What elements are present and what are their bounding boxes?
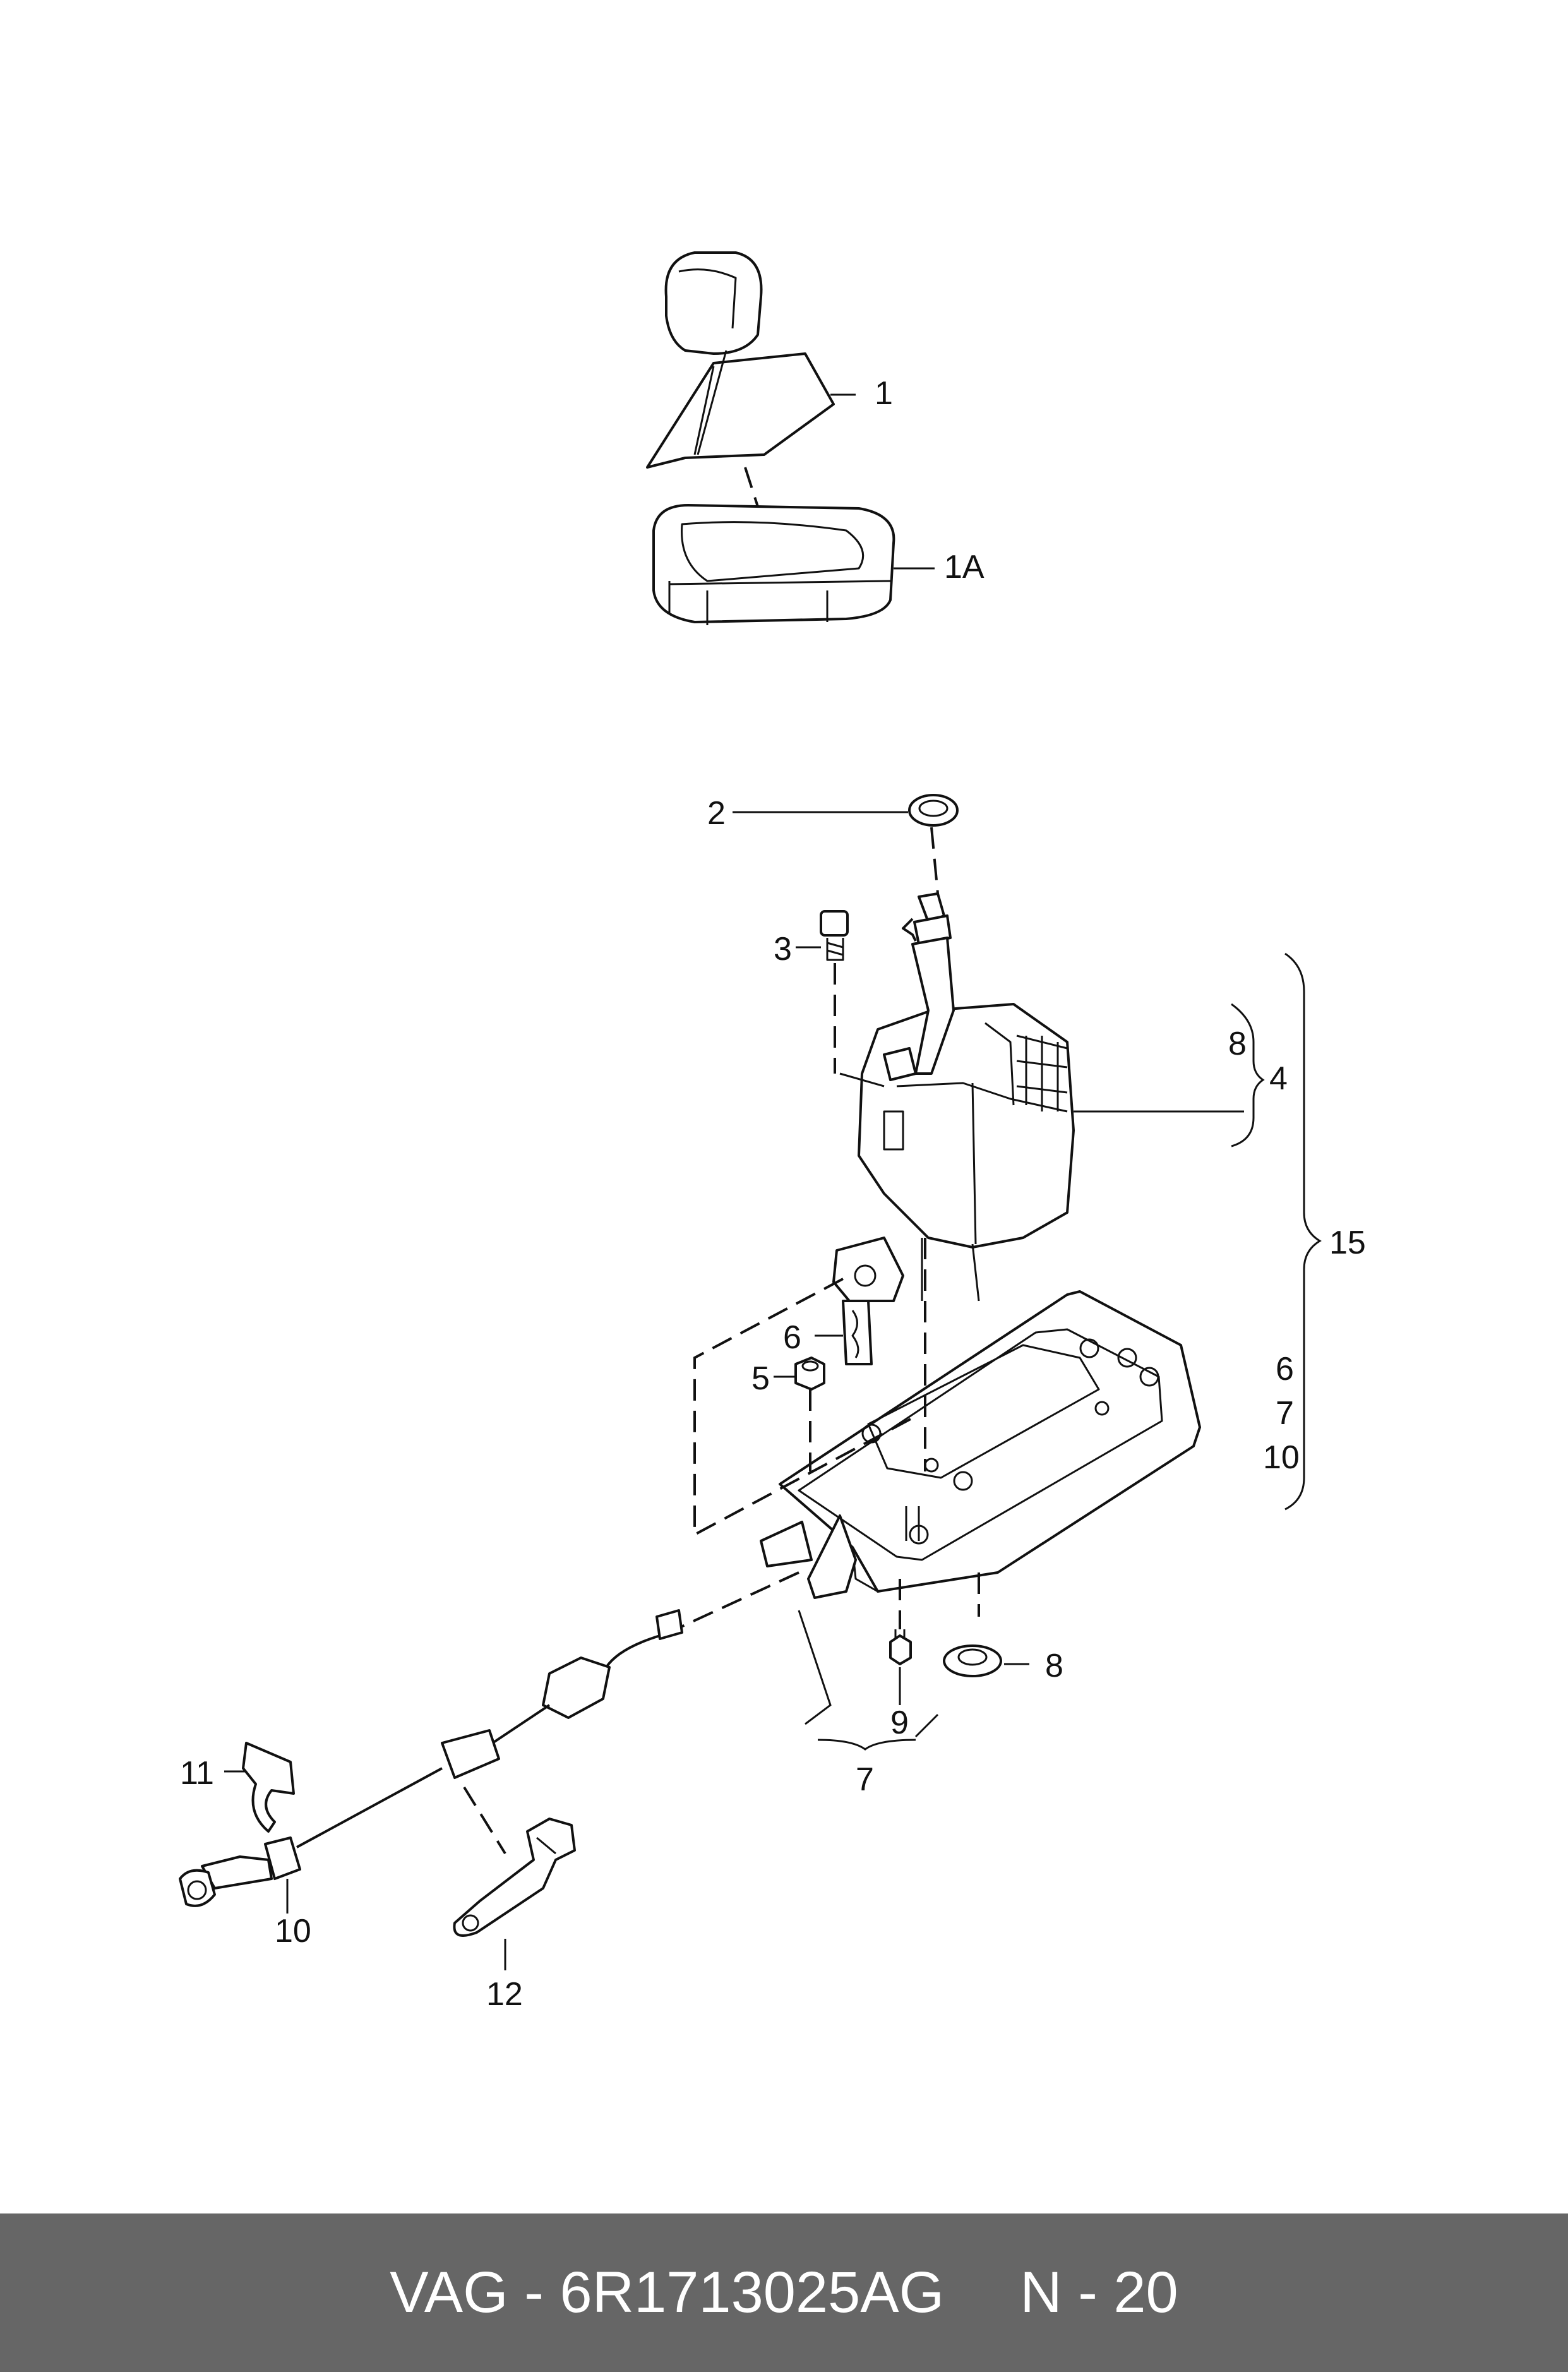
- selector-lever: [883, 892, 955, 1081]
- base-housing: [760, 1290, 1201, 1599]
- callout-2: 2: [707, 795, 726, 832]
- callout-8-lower: 8: [1045, 1648, 1063, 1684]
- callout-15: 15: [1329, 1225, 1366, 1261]
- spring-clip: [842, 1300, 873, 1365]
- cable-bracket: [453, 1818, 576, 1937]
- brace-15: [1284, 952, 1322, 1511]
- retaining-ring: [908, 794, 959, 827]
- callout-1: 1: [875, 375, 893, 412]
- nut: [794, 1357, 825, 1391]
- callout-7-right: 7: [1276, 1395, 1294, 1432]
- bolt: [820, 910, 849, 961]
- gear-knob-boot: [646, 251, 835, 469]
- callout-9: 9: [890, 1704, 909, 1741]
- footer-part-number: VAG - 6R1713025AG: [390, 2260, 945, 2325]
- callout-10-lower: 10: [275, 1913, 311, 1950]
- callout-7-lower: 7: [856, 1761, 874, 1798]
- grommet: [943, 1644, 1002, 1677]
- brace-7: [798, 1610, 939, 1751]
- footer-page-ref: N - 20: [1020, 2260, 1178, 2325]
- callout-6-right: 6: [1276, 1351, 1294, 1387]
- dash-ring-to-lever: [930, 827, 939, 894]
- cover-frame: [652, 504, 895, 625]
- callout-3: 3: [774, 931, 792, 967]
- selector-housing: [832, 1003, 1075, 1302]
- callout-8-upper: 8: [1228, 1026, 1247, 1062]
- footer-bar: VAG - 6R1713025AG N - 20: [0, 2213, 1568, 2372]
- callout-12: 12: [486, 1976, 523, 2013]
- selector-cable: [179, 1571, 799, 1907]
- leader-lines: [224, 393, 1244, 1970]
- dash-bracket-route: [693, 1278, 919, 1537]
- cable-clip: [242, 1742, 295, 1833]
- lower-nut: [889, 1629, 912, 1665]
- callout-1a: 1A: [944, 549, 984, 585]
- callout-11: 11: [180, 1755, 214, 1792]
- callout-4: 4: [1269, 1060, 1288, 1097]
- callout-10-right: 10: [1263, 1439, 1300, 1476]
- callout-5: 5: [751, 1360, 770, 1397]
- parts-diagram: 1 1A 2 3 8 4 15 6 5 6 7 10 8 9 7 11 10 1…: [179, 251, 1366, 2013]
- brace-8-4: [1231, 1003, 1265, 1147]
- callout-6-upper: 6: [783, 1319, 801, 1356]
